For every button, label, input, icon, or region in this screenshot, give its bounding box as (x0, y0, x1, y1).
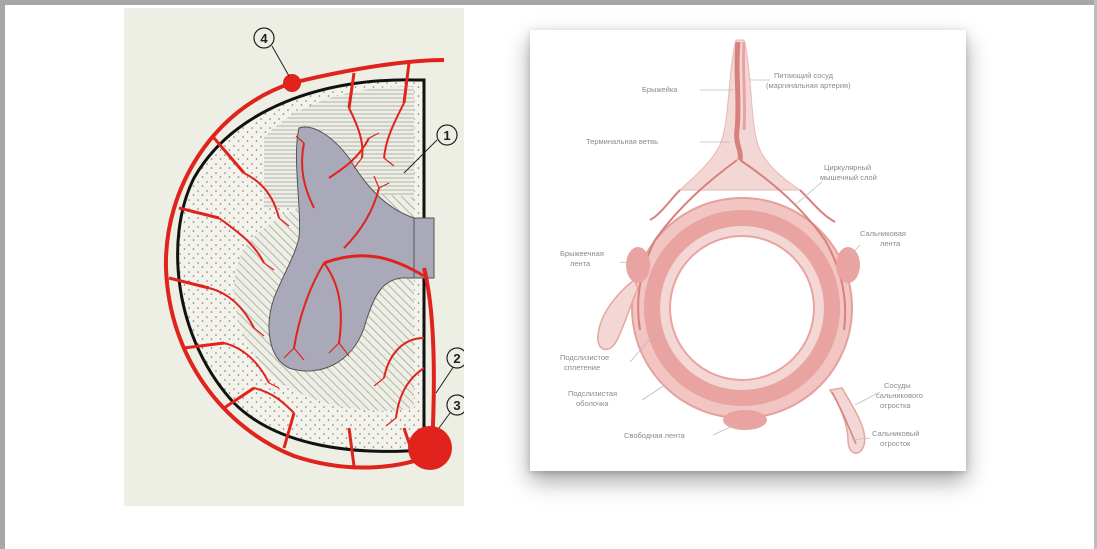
free-band (723, 410, 767, 430)
omental-band (836, 247, 860, 283)
label-omental-appendix-2: отросток (880, 439, 911, 448)
label-mesenteric-band-1: Брыжеечная (560, 249, 604, 258)
label-mesentery: Брыжейка (642, 85, 678, 94)
colon-cross-section-svg: Брыжейка Питающий сосуд (маргинальная ар… (530, 30, 966, 471)
blood-supply-diagram-svg: 4 1 2 3 (124, 8, 464, 506)
lumen (670, 236, 814, 380)
label-submucosa-1: Подслизистая (568, 389, 617, 398)
label-submucous-plexus-2: сплетение (564, 363, 600, 372)
node-3-dot (408, 426, 452, 470)
label-omental-band-2: лента (880, 239, 901, 248)
window-frame-top (0, 0, 1097, 5)
label-circular-2: мышечный слой (820, 173, 877, 182)
label-free-band: Свободная лента (624, 431, 686, 440)
node-4-dot (283, 74, 301, 92)
label-terminal-branch: Терминальная ветвь (586, 137, 658, 146)
label-submucous-plexus-1: Подслизистое (560, 353, 609, 362)
marker-4-label: 4 (260, 31, 268, 46)
marker-3: 3 (439, 395, 464, 428)
feeding-vessel-2 (743, 42, 744, 130)
label-feeding-vessel-1: Питающий сосуд (774, 71, 834, 80)
blood-supply-diagram: 4 1 2 3 (124, 8, 464, 506)
marker-2-label: 2 (453, 351, 460, 366)
label-feeding-vessel-2: (маргинальная артерия) (766, 81, 851, 90)
label-appendix-vessels-3: отростка (880, 401, 911, 410)
label-appendix-vessels-2: сальникового (876, 391, 923, 400)
marker-4: 4 (254, 28, 289, 76)
label-mesenteric-band-2: лента (570, 259, 591, 268)
label-omental-appendix-1: Сальниковый (872, 429, 919, 438)
label-appendix-vessels-1: Сосуды (884, 381, 911, 390)
label-omental-band-1: Сальниковая (860, 229, 906, 238)
marker-2: 2 (436, 348, 464, 393)
marker-1-label: 1 (443, 128, 450, 143)
colon-cross-section-diagram: Брыжейка Питающий сосуд (маргинальная ар… (530, 30, 966, 471)
marker-3-label: 3 (453, 398, 460, 413)
label-circular-1: Циркулярный (824, 163, 871, 172)
window-frame-left (0, 0, 5, 549)
label-submucosa-2: оболочка (576, 399, 609, 408)
